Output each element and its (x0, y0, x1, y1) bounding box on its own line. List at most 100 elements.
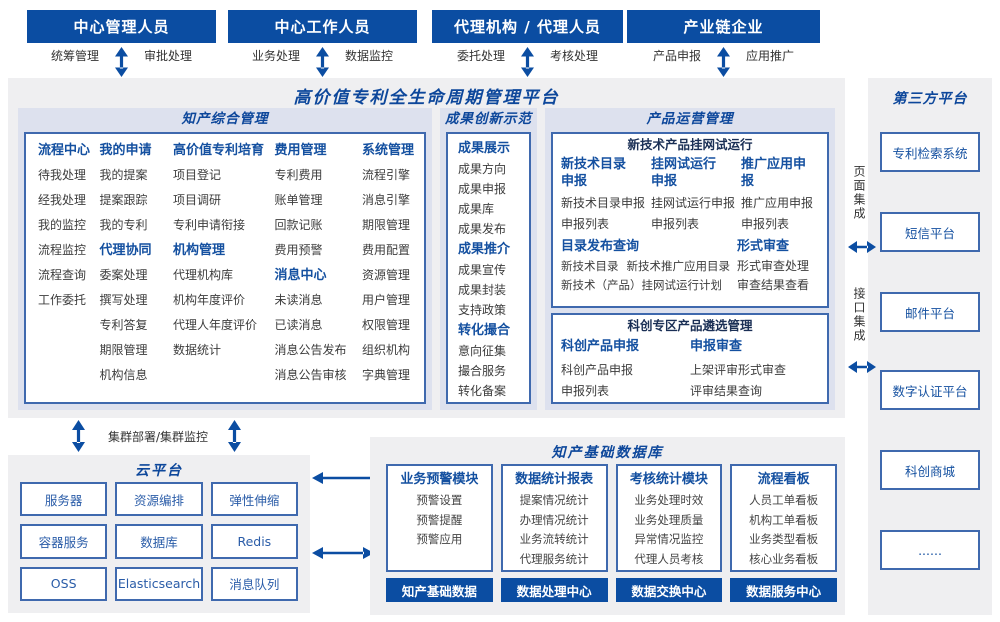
third-party-title: 第三方平台 (892, 91, 968, 107)
menu-item: 新技术目录申报 (561, 196, 646, 210)
role-left-label: 业务处理 (251, 49, 300, 63)
section-heading: 申报审查 (690, 339, 743, 354)
menu-item: 组织机构 (362, 343, 411, 357)
third-party-box: ...... (880, 530, 980, 570)
menu-item: 权限管理 (362, 318, 411, 332)
menu-item: 账单管理 (274, 193, 323, 207)
section-heading: 形式审查 (737, 239, 790, 254)
panel-achievement: 成果创新示范 成果展示成果方向成果申报成果库成果发布成果推介成果宣传成果封装支持… (440, 108, 537, 410)
section-heading: 系统管理 (362, 143, 415, 158)
platform-container: 高价值专利全生命周期管理平台 知产综合管理 流程中心待我处理经我处理我的监控流程… (8, 78, 845, 418)
role-labels: 统筹管理审批处理 (27, 47, 216, 78)
platform-title: 高价值专利全生命周期管理平台 (293, 88, 560, 108)
menu-item: 审查结果查看 (737, 278, 810, 292)
section-heading: 考核统计模块 (629, 472, 708, 487)
cloud-service-box: 数据库 (115, 524, 203, 559)
section-heading: 高价值专利培育 (173, 143, 265, 158)
role-right-label: 考核处理 (550, 49, 599, 63)
menu-item: 代理机构库 (173, 268, 234, 282)
menu-item: 资源管理 (362, 268, 411, 282)
menu-item: 核心业务看板 (749, 551, 819, 566)
menu-item: 提案情况统计 (519, 493, 589, 507)
left-arrow-icon (312, 472, 374, 484)
section-heading: 流程看板 (757, 472, 810, 487)
menu-item: 评审结果查询 (690, 384, 763, 398)
product-column: 挂网试运行 申报挂网试运行申报申报列表 (651, 156, 735, 235)
section-heading: 推广应用申报 (741, 157, 807, 189)
data-base-module: 业务预警模块预警设置预警提醒预警应用 (386, 464, 493, 572)
section-heading: 流程中心 (38, 143, 91, 158)
cloud-service-box: 容器服务 (20, 524, 108, 559)
role-title: 中心工作人员 (228, 10, 417, 43)
menu-item: 申报列表 (651, 217, 700, 231)
section-heading: 消息中心 (274, 268, 327, 283)
menu-item: 专利费用 (274, 168, 323, 182)
menu-item: 业务流转统计 (519, 532, 589, 546)
role-left-label: 产品申报 (652, 49, 701, 63)
subbox-new-tech-trial: 新技术产品挂网试运行 新技术目录 申报新技术目录申报申报列表挂网试运行 申报挂网… (551, 132, 829, 308)
data-base-module: 考核统计模块业务处理时效业务处理质量异常情况监控代理人员考核 (615, 464, 723, 572)
vertical-double-arrow-icon (717, 47, 730, 77)
data-base-modules: 业务预警模块预警设置预警提醒预警应用数据统计报表提案情况统计办理情况统计业务流转… (386, 464, 837, 572)
ip-data-base-panel: 知产基础数据库 业务预警模块预警设置预警提醒预警应用数据统计报表提案情况统计办理… (370, 437, 845, 615)
role-group: 产业链企业产品申报 应用推广 (627, 10, 820, 78)
section-heading: 数据统计报表 (515, 472, 594, 487)
role-title: 代理机构 / 代理人员 (432, 10, 623, 43)
menu-item: 数据统计 (173, 343, 222, 357)
cloud-platform-title: 云平台 (135, 463, 183, 479)
platform-panels: 知产综合管理 流程中心待我处理经我处理我的监控流程监控流程查询工作委托我的申请我… (18, 108, 835, 410)
role-labels: 委托处理 考核处理 (432, 47, 623, 78)
menu-item: 用户管理 (362, 293, 411, 307)
ip-data-base-title: 知产基础数据库 (551, 445, 664, 461)
cloud-service-box: OSS (20, 566, 108, 601)
menu-item: 科创产品申报 (561, 363, 634, 377)
role-right-label: 审批处理 (144, 49, 193, 63)
menu-item: 上架评审形式审查 (690, 363, 787, 377)
menu-item: 预警应用 (416, 532, 463, 546)
panel-ip-management: 知产综合管理 流程中心待我处理经我处理我的监控流程监控流程查询工作委托我的申请我… (18, 108, 432, 410)
cloud-service-box: 消息队列 (210, 566, 298, 601)
menu-item: 机构年度评价 (173, 293, 246, 307)
catalog-formal-row: 目录发布查询 新技术目录 新技术推广应用目录 新技术（产品）挂网试运行计划 形式… (553, 235, 827, 295)
menu-item: 项目登记 (173, 168, 222, 182)
menu-item: 挂网试运行申报 (651, 196, 736, 210)
menu-item: 成果库 (458, 202, 495, 216)
third-party-box: 科创商城 (880, 450, 980, 490)
menu-item: 待我处理 (38, 168, 87, 182)
section-heading: 转化撮合 (458, 323, 511, 338)
panel-product-ops-body: 新技术产品挂网试运行 新技术目录 申报新技术目录申报申报列表挂网试运行 申报挂网… (551, 132, 829, 404)
menu-item: 回款记账 (274, 218, 323, 232)
menu-item: 消息公告审核 (274, 368, 347, 382)
menu-item: 预警提醒 (416, 512, 463, 527)
third-party-panel: 第三方平台 专利检索系统短信平台邮件平台数字认证平台科创商城...... (868, 78, 992, 615)
menu-item: 流程监控 (38, 243, 87, 257)
panel-ip-management-body: 流程中心待我处理经我处理我的监控流程监控流程查询工作委托我的申请我的提案提案跟踪… (24, 132, 426, 404)
panel-ip-management-title: 知产综合管理 (181, 111, 269, 127)
menu-item: 推广应用申报 (741, 196, 814, 210)
role-title: 产业链企业 (627, 10, 820, 43)
formal-review: 形式审查 形式审查处理 审查结果查看 (737, 237, 819, 295)
menu-item: 流程查询 (38, 268, 87, 282)
section-heading: 业务预警模块 (400, 472, 479, 487)
menu-item: 成果方向 (458, 162, 507, 176)
role-right-label: 应用推广 (746, 49, 795, 63)
section-heading: 成果推介 (458, 242, 511, 257)
menu-item: 专利答复 (99, 318, 148, 332)
data-base-buttons: 知产基础数据数据处理中心数据交换中心数据服务中心 (386, 578, 837, 602)
menu-item: 提案跟踪 (99, 193, 148, 207)
role-group: 中心工作人员业务处理数据监控 (228, 10, 417, 78)
menu-item: 转化备案 (458, 384, 507, 398)
vertical-double-arrow-icon (72, 420, 85, 452)
catalog-publish-query: 目录发布查询 新技术目录 新技术推广应用目录 新技术（产品）挂网试运行计划 (561, 237, 737, 295)
cloud-service-box: Elasticsearch (115, 566, 203, 601)
vertical-double-arrow-icon (115, 47, 128, 77)
menu-item: 费用配置 (362, 243, 411, 257)
menu-item: 支持政策 (458, 303, 507, 317)
product-column: 科创产品申报科创产品申报申报列表 (561, 337, 690, 402)
cluster-label: 集群部署/集群监控 (108, 430, 209, 444)
menu-item: 成果封装 (458, 283, 507, 297)
menu-item: 委案处理 (99, 268, 148, 282)
role-left-label: 委托处理 (456, 49, 505, 63)
